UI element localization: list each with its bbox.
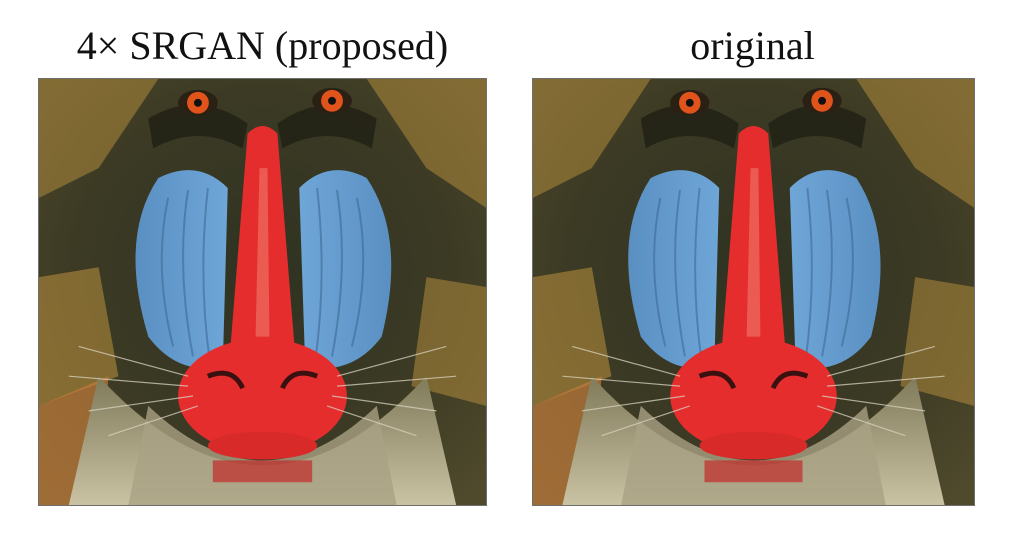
mandrill-face-drawing	[533, 79, 974, 505]
mandrill-face-drawing	[39, 79, 486, 505]
original-mandrill-image	[532, 78, 975, 506]
srgan-mandrill-image	[38, 78, 487, 506]
right-panel-caption: original	[690, 23, 815, 68]
left-panel-caption: 4× SRGAN (proposed)	[76, 23, 449, 68]
